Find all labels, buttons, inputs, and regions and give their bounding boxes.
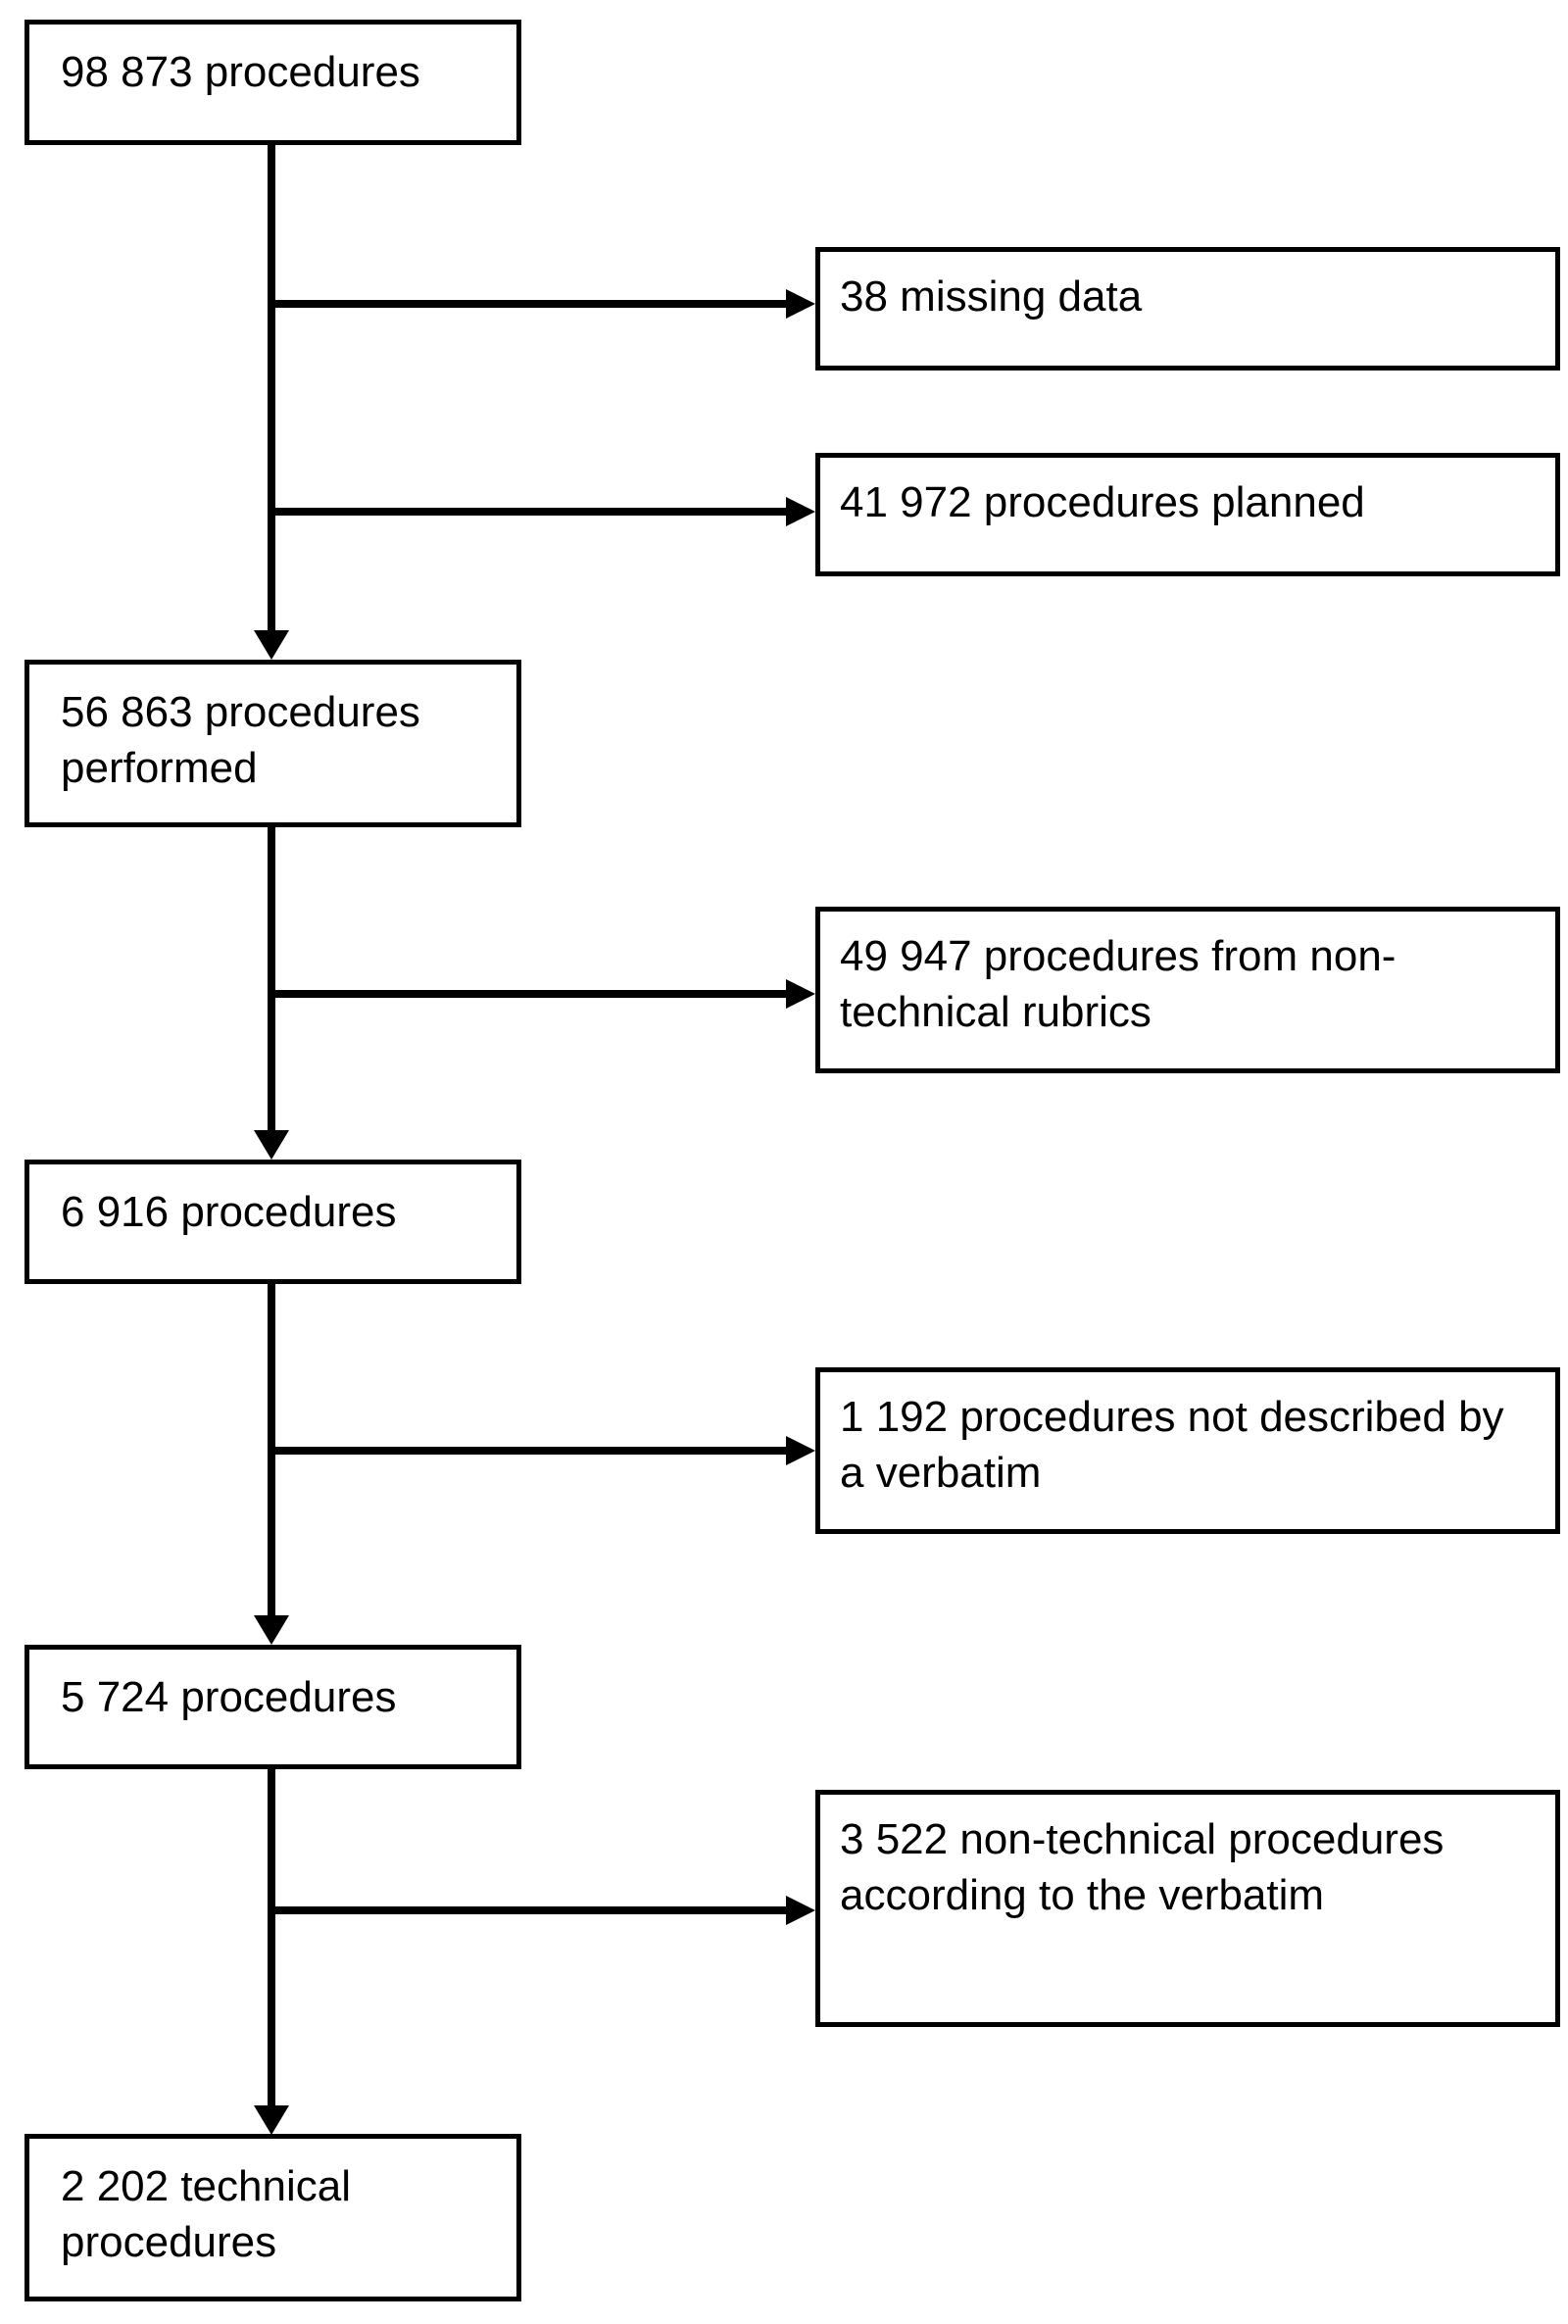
- box-procedures-performed-label: 56 863 procedures performed: [61, 688, 420, 792]
- box-total-procedures: 98 873 procedures: [24, 20, 521, 145]
- connector-branch-planned: [268, 508, 786, 516]
- box-excluded-no-verbatim-label: 1 192 procedures not described by a verb…: [840, 1393, 1504, 1497]
- connector-trunk-segment-2: [268, 823, 275, 1132]
- arrowhead-right-icon: [786, 1896, 815, 1925]
- arrowhead-right-icon: [786, 289, 815, 319]
- box-procedures-technical-rubrics: 6 916 procedures: [24, 1160, 521, 1284]
- box-technical-procedures-label: 2 202 technical procedures: [61, 2162, 351, 2266]
- box-excluded-no-verbatim: 1 192 procedures not described by a verb…: [815, 1367, 1560, 1534]
- connector-trunk-segment-1: [268, 142, 275, 632]
- box-procedures-with-verbatim: 5 724 procedures: [24, 1645, 521, 1769]
- box-excluded-planned-label: 41 972 procedures planned: [840, 478, 1365, 526]
- connector-branch-non-technical-rubrics: [268, 990, 786, 998]
- box-excluded-non-technical-rubrics: 49 947 procedures from non-technical rub…: [815, 907, 1560, 1073]
- box-technical-procedures: 2 202 technical procedures: [24, 2134, 521, 2301]
- arrowhead-down-icon: [254, 1130, 289, 1160]
- box-procedures-performed: 56 863 procedures performed: [24, 660, 521, 827]
- box-excluded-non-technical-verbatim: 3 522 non-technical procedures according…: [815, 1790, 1560, 2027]
- arrowhead-down-icon: [254, 630, 289, 660]
- box-total-procedures-label: 98 873 procedures: [61, 48, 420, 96]
- box-procedures-with-verbatim-label: 5 724 procedures: [61, 1673, 397, 1721]
- connector-branch-no-verbatim: [268, 1447, 786, 1455]
- connector-branch-non-technical-verbatim: [268, 1906, 786, 1914]
- box-excluded-planned: 41 972 procedures planned: [815, 453, 1560, 576]
- box-excluded-non-technical-verbatim-label: 3 522 non-technical procedures according…: [840, 1815, 1445, 1919]
- connector-branch-missing-data: [268, 300, 786, 308]
- arrowhead-down-icon: [254, 2105, 289, 2135]
- box-procedures-technical-rubrics-label: 6 916 procedures: [61, 1188, 397, 1236]
- box-excluded-missing-data: 38 missing data: [815, 247, 1560, 371]
- box-excluded-non-technical-rubrics-label: 49 947 procedures from non-technical rub…: [840, 932, 1396, 1036]
- arrowhead-down-icon: [254, 1615, 289, 1645]
- arrowhead-right-icon: [786, 1436, 815, 1465]
- box-excluded-missing-data-label: 38 missing data: [840, 272, 1143, 321]
- arrowhead-right-icon: [786, 497, 815, 526]
- arrowhead-right-icon: [786, 979, 815, 1009]
- connector-trunk-segment-4: [268, 1765, 275, 2107]
